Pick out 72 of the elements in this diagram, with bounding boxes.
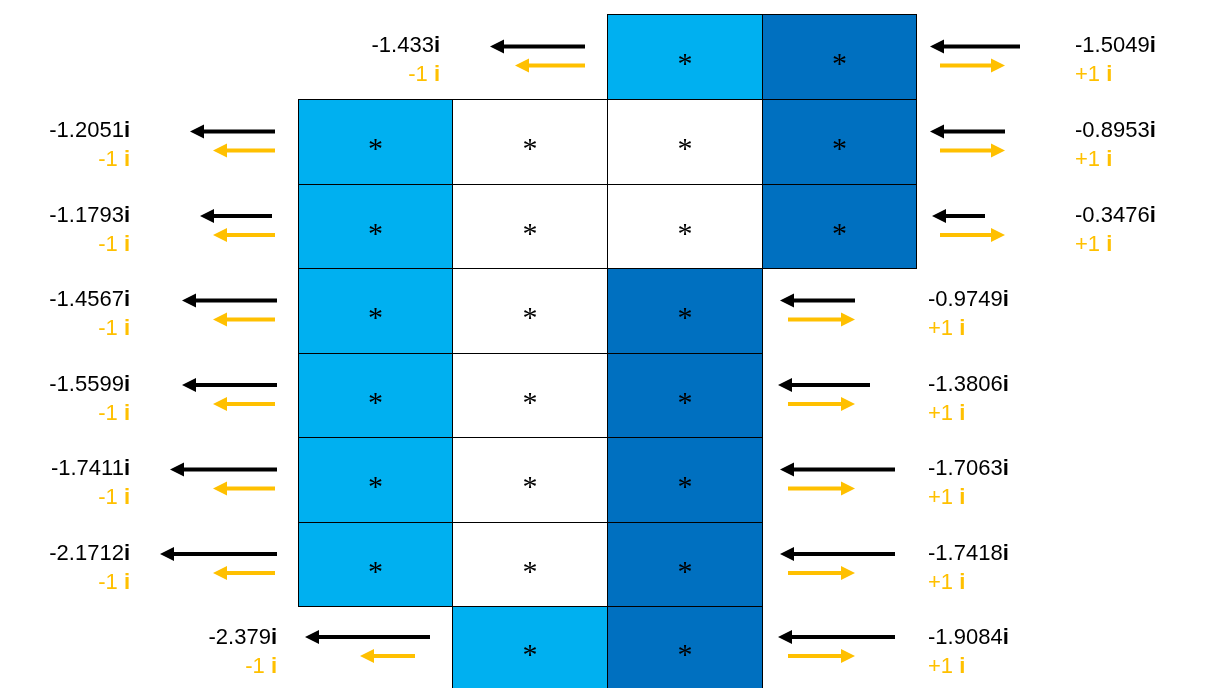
grid-cell xyxy=(607,268,763,354)
grid-cell xyxy=(452,606,608,688)
unit-label: +1 i xyxy=(1075,233,1113,255)
asterisk: * xyxy=(522,555,538,586)
unit-label: +1 i xyxy=(928,571,966,593)
value-label: -1.9084i xyxy=(928,626,1009,648)
grid-cell xyxy=(607,14,763,100)
grid-cell xyxy=(298,437,453,523)
value-label: -1.7418i xyxy=(928,542,1009,564)
asterisk: * xyxy=(832,217,847,248)
value-label: -2.1712i xyxy=(49,542,130,564)
asterisk: * xyxy=(677,217,693,248)
asterisk: * xyxy=(522,217,538,248)
grid-cell xyxy=(762,99,917,185)
grid-cell xyxy=(298,99,453,185)
asterisk: * xyxy=(677,638,693,669)
value-label: -1.2051i xyxy=(49,119,130,141)
asterisk: * xyxy=(832,133,847,163)
grid-cell xyxy=(762,184,917,269)
value-label: -1.4567i xyxy=(49,288,130,310)
unit-label: +1 i xyxy=(928,655,966,677)
value-label: -1.433i xyxy=(371,34,440,56)
grid-cell xyxy=(298,522,453,607)
asterisk: * xyxy=(368,217,383,248)
grid-cell xyxy=(607,522,763,607)
value-label: -1.3806i xyxy=(928,373,1009,395)
unit-label: +1 i xyxy=(928,317,966,339)
unit-label: -1 i xyxy=(98,486,130,508)
asterisk: * xyxy=(677,386,693,417)
asterisk: * xyxy=(677,133,693,163)
unit-label: +1 i xyxy=(928,486,966,508)
unit-label: -1 i xyxy=(98,233,130,255)
asterisk: * xyxy=(677,302,693,332)
grid-cell xyxy=(298,184,453,269)
unit-label: +1 i xyxy=(928,402,966,424)
asterisk: * xyxy=(522,302,538,332)
unit-label: -1 i xyxy=(98,317,130,339)
asterisk: * xyxy=(677,48,693,78)
asterisk: * xyxy=(368,386,383,417)
grid-cell xyxy=(607,437,763,523)
grid-cell xyxy=(298,353,453,438)
grid-cell xyxy=(298,268,453,354)
value-label: -0.9749i xyxy=(928,288,1009,310)
asterisk: * xyxy=(368,302,383,332)
unit-label: +1 i xyxy=(1075,148,1113,170)
value-label: -1.5599i xyxy=(49,373,130,395)
grid-cell xyxy=(607,353,763,438)
unit-label: -1 i xyxy=(245,655,277,677)
value-label: -1.1793i xyxy=(49,204,130,226)
value-label: -0.3476i xyxy=(1075,204,1156,226)
asterisk: * xyxy=(368,133,383,163)
value-label: -1.7411i xyxy=(50,457,130,479)
unit-label: -1 i xyxy=(408,63,440,85)
asterisk: * xyxy=(677,471,693,501)
asterisk: * xyxy=(368,555,383,586)
asterisk: * xyxy=(522,471,538,501)
asterisk: * xyxy=(368,471,383,501)
unit-label: -1 i xyxy=(98,402,130,424)
unit-label: -1 i xyxy=(98,571,130,593)
value-label: -1.5049i xyxy=(1075,34,1156,56)
asterisk: * xyxy=(522,386,538,417)
asterisk: * xyxy=(677,555,693,586)
unit-label: +1 i xyxy=(1075,63,1113,85)
asterisk: * xyxy=(832,48,847,78)
value-label: -0.8953i xyxy=(1075,119,1156,141)
asterisk: * xyxy=(522,638,538,669)
grid-cell xyxy=(762,14,917,100)
asterisk: * xyxy=(522,133,538,163)
unit-label: -1 i xyxy=(98,148,130,170)
value-label: -1.7063i xyxy=(928,457,1009,479)
grid-cell xyxy=(607,606,763,688)
value-label: -2.379i xyxy=(208,626,277,648)
